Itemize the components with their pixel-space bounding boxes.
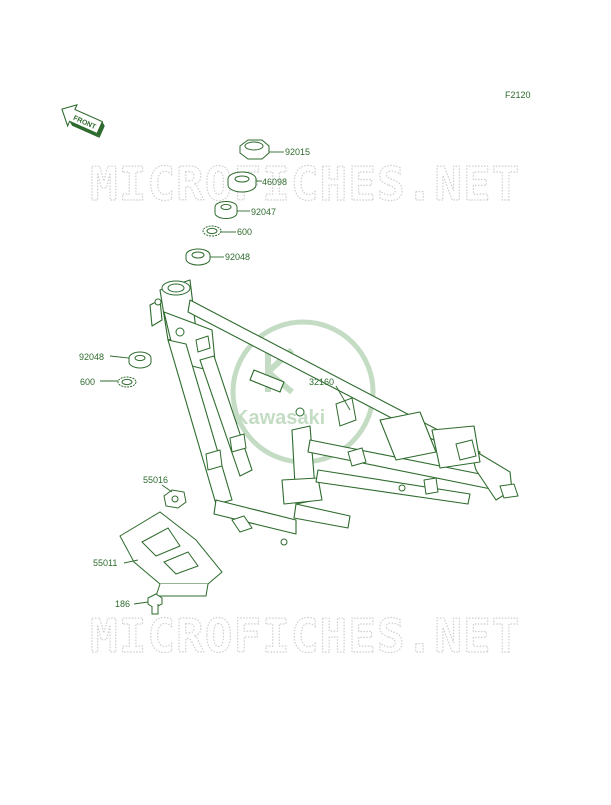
part-186-bolt [147,593,163,615]
part-label: 55016 [143,475,168,485]
part-label: 600 [237,227,252,237]
part-label: 92047 [251,207,276,217]
part-label: 32160 [309,377,334,387]
logo-text: Kawasaki [234,407,325,429]
part-92047-bearing [214,201,238,219]
part-55011-skid-plate [119,511,223,597]
part-label: 186 [115,599,130,609]
part-55016-nut [163,489,187,509]
part-label: 92015 [285,147,310,157]
frame-32160 [149,279,519,546]
part-92048-seal [185,248,211,266]
watermark-bottom: MICROFICHES.NET [90,609,520,663]
part-label: 55011 [93,558,117,568]
front-arrow-icon: FRONT [61,104,105,138]
part-92048-lower-seal [128,351,152,369]
part-600-lower-ring [117,376,137,388]
part-600-ring [202,225,222,237]
part-label: 600 [80,377,95,387]
part-label: 92048 [79,352,104,362]
figure-code: F2120 [505,90,531,100]
part-label: 92048 [225,252,250,262]
watermark-top: MICROFICHES.NET [90,157,520,211]
part-92015-nut [239,139,270,160]
part-46098-bearing [227,171,257,193]
part-label: 46098 [262,177,287,187]
